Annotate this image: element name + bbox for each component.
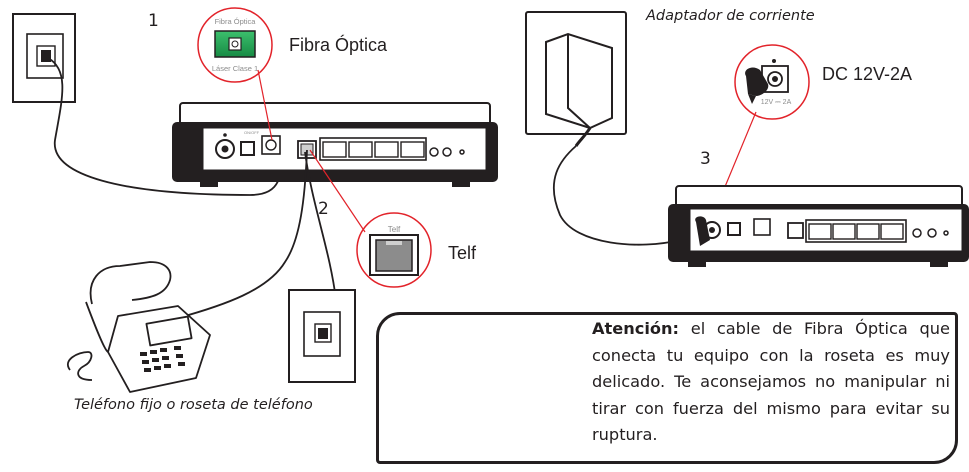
port-label-onoff: ON/OFF xyxy=(244,130,260,135)
fiber-wall-outlet xyxy=(12,13,76,103)
fiber-badge-bottom-label: Láser Clase 1 xyxy=(212,64,258,73)
fiber-badge-top-label: Fibra Óptica xyxy=(215,17,257,26)
power-adapter-label: Adaptador de corriente xyxy=(646,8,815,24)
telf-label: Telf xyxy=(448,243,477,263)
step-2-number: 2 xyxy=(318,199,329,219)
fiber-badge: Fibra Óptica Láser Clase 1 xyxy=(197,7,273,83)
step-3-number: 3 xyxy=(700,149,711,169)
telf-badge-label: Telf xyxy=(388,225,401,234)
dc-label: DC 12V-2A xyxy=(822,64,913,84)
warning-text: Atención: el cable de Fibra Óptica que c… xyxy=(592,316,950,449)
warning-title: Atención: xyxy=(592,319,680,338)
router-main xyxy=(172,102,498,187)
step-1-number: 1 xyxy=(148,11,159,31)
telf-badge: Telf xyxy=(356,212,432,288)
fiber-cable xyxy=(47,57,281,196)
warning-body: el cable de Fibra Óptica que conecta tu … xyxy=(592,319,951,444)
dc-plug-badge: 12V ⎓ 2A xyxy=(734,44,810,120)
router-secondary xyxy=(668,185,969,267)
fiber-label: Fibra Óptica xyxy=(289,35,388,55)
dc-small-label: 12V ⎓ 2A xyxy=(761,99,792,106)
router-port-labels: ON/OFF xyxy=(244,130,259,135)
phone-caption: Teléfono fijo o roseta de teléfono xyxy=(74,397,313,413)
fiber-callout-line xyxy=(257,69,273,141)
phone-cable xyxy=(177,149,308,319)
warning-box xyxy=(376,312,958,464)
telf-callout-line xyxy=(309,149,366,233)
phone-wall-outlet xyxy=(288,289,356,383)
power-adapter xyxy=(525,11,627,147)
telephone xyxy=(67,261,211,393)
